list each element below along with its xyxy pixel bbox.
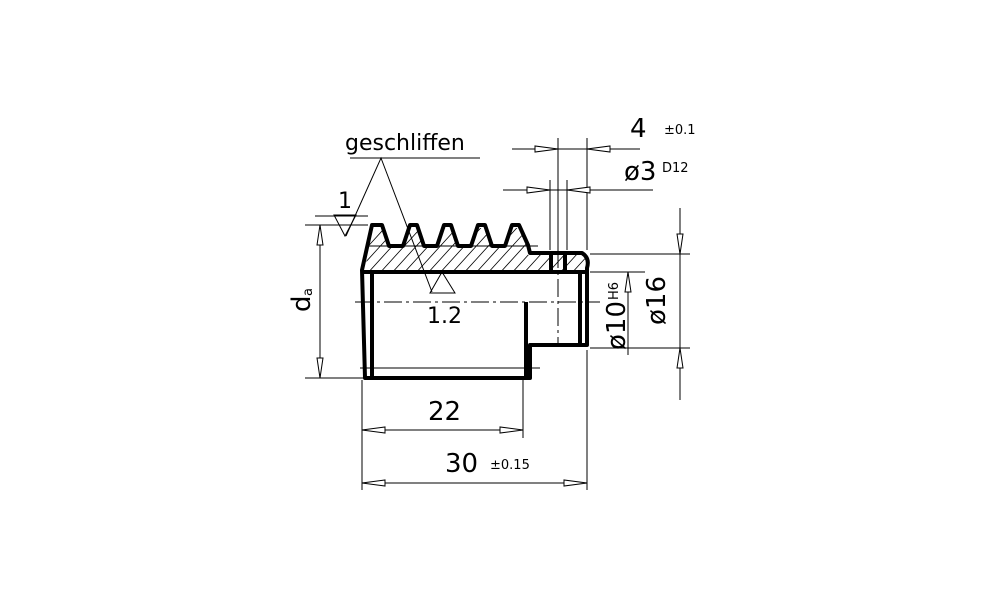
hatch-line: [581, 228, 587, 272]
dimension-da: d a: [287, 224, 368, 379]
svg-text:ø16: ø16: [642, 276, 672, 325]
hatch-line: [630, 220, 680, 275]
svg-text:D12: D12: [662, 161, 689, 176]
hatch-line: [618, 220, 668, 275]
svg-text:4: 4: [630, 114, 647, 144]
dimension-d16: ø16: [590, 208, 690, 400]
svg-text:ø10: ø10: [602, 301, 632, 350]
dimension-30: 30 ±0.15: [361, 350, 588, 490]
note-geschliffen: geschliffen: [345, 131, 465, 156]
svg-text:22: 22: [428, 397, 461, 427]
svg-text:30: 30: [445, 449, 478, 479]
dimension-d3: ø3 D12: [503, 157, 689, 250]
hatch-line: [594, 220, 644, 275]
svg-text:a: a: [301, 288, 316, 296]
roughness-value-1: 1: [338, 189, 352, 214]
svg-text:ø3: ø3: [624, 157, 656, 187]
svg-text:H6: H6: [607, 282, 622, 300]
roughness-value-2: 1.2: [427, 304, 462, 329]
dimension-4: 4 ±0.1: [512, 114, 696, 250]
hatch-line: [413, 228, 465, 272]
hatch-line: [569, 228, 587, 272]
dimension-d10: ø10 H6: [590, 271, 645, 355]
dimension-22: 22: [361, 380, 524, 490]
svg-text:±0.15: ±0.15: [490, 458, 530, 473]
svg-text:±0.1: ±0.1: [664, 123, 696, 138]
surface-finish-note: geschliffen 1 1.2: [315, 131, 480, 329]
hatch-line: [533, 228, 585, 272]
svg-text:d: d: [287, 295, 317, 312]
hatch-line: [606, 220, 656, 275]
